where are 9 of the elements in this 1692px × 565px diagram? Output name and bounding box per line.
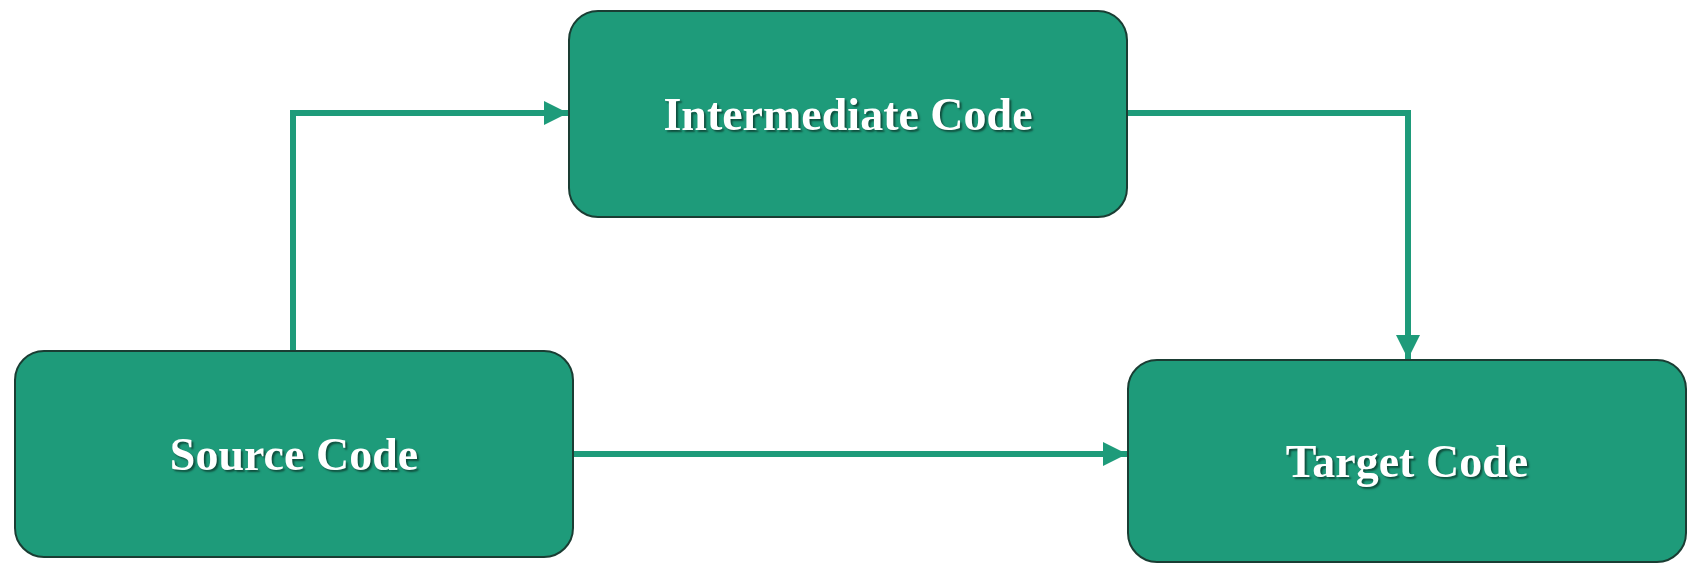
arrow [290, 101, 568, 350]
box-label: Source Code [169, 427, 419, 481]
box-label: Target Code [1285, 434, 1529, 488]
arrow [1128, 110, 1420, 359]
box-label: Intermediate Code [663, 87, 1033, 141]
process-box [568, 10, 1128, 218]
process-box [1127, 359, 1687, 563]
arrow [574, 442, 1127, 466]
process-box [14, 350, 574, 558]
